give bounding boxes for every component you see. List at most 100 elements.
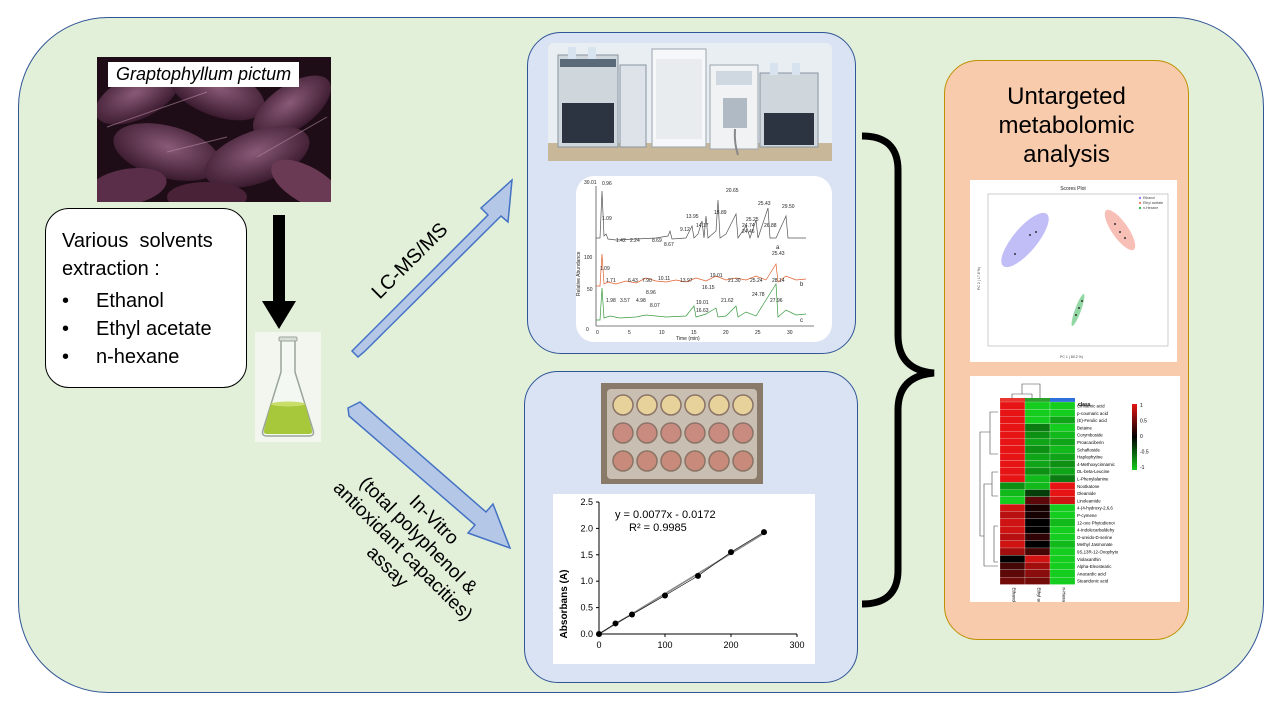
heatmap-row-label: Stearidonic acid (1077, 579, 1109, 584)
heatmap-cell (1049, 474, 1076, 483)
hexane-ellipse (1071, 293, 1085, 327)
heatmap-cell (999, 562, 1026, 571)
heatmap-row-label: p-coumaric acid (1077, 411, 1109, 416)
heatmap-cell (1049, 540, 1076, 549)
heatmap-cell (1049, 533, 1076, 541)
heatmap-row-label: Schaftoside (1077, 447, 1101, 452)
svg-text:28.14: 28.14 (772, 278, 785, 284)
heatmap-col-label: n-Hexane (1062, 588, 1067, 603)
y-tick-label: 2.5 (580, 497, 593, 507)
heatmap-col-label: Ethanol (1012, 588, 1017, 603)
heatmap-cell (999, 445, 1026, 454)
heatmap-legend-tick: 0.5 (1140, 419, 1147, 425)
svg-text:30: 30 (787, 330, 793, 336)
well-plate-photo (601, 383, 763, 484)
svg-text:25.43: 25.43 (758, 201, 771, 207)
well (684, 394, 706, 416)
well (684, 450, 706, 472)
heatmap-cell (999, 467, 1026, 476)
heatmap-row-label: DL-beta-Leucine (1077, 469, 1110, 474)
svg-text:24.74: 24.74 (742, 223, 755, 229)
svg-text:5: 5 (628, 330, 631, 336)
heatmap-cell (1049, 569, 1076, 578)
heatmap-cell (1024, 526, 1051, 534)
standard-curve-chart: y = 0.0077x - 0.0172 R² = 0.9985 Absorba… (559, 497, 805, 650)
heatmap-cell (999, 577, 1026, 585)
heatmap-cell (999, 489, 1026, 497)
heatmap-cell (1049, 416, 1076, 424)
svg-text:c: c (800, 318, 803, 324)
heatmap-cell (999, 474, 1026, 483)
x-tick-label: 100 (657, 640, 672, 650)
heatmap-row-label: Alpha-Eleostearic (1077, 564, 1112, 569)
heatmap-cell (1024, 540, 1051, 549)
heatmap-cell (1024, 562, 1051, 571)
svg-text:27.96: 27.96 (770, 298, 783, 304)
trace-c (596, 282, 807, 321)
heatmap-cell (1049, 438, 1076, 446)
extraction-title-line2: extraction : (62, 258, 160, 280)
chromatogram: a b c 30.01 0.96 1.09 1.42 2.24 8.69 8.6… (576, 180, 814, 342)
heatmap-cell (1024, 460, 1051, 468)
heatmap-cell (999, 569, 1026, 578)
heatmap-cell (1049, 482, 1076, 490)
heatmap-row-label: Nootkatone (1077, 484, 1100, 489)
well (660, 394, 682, 416)
heatmap-cell (1024, 431, 1051, 439)
solvent-item: •Ethanol (62, 290, 164, 312)
heatmap-cell (1049, 562, 1076, 571)
well (636, 450, 658, 472)
svg-text:a: a (776, 245, 780, 251)
chart-ylabel: Absorbans (A) (559, 570, 570, 639)
svg-text:3.57: 3.57 (620, 298, 630, 304)
heatmap-row-label: Violaxanthin (1077, 557, 1101, 562)
well (612, 422, 634, 444)
svg-text:13.97: 13.97 (680, 278, 693, 284)
lcms-arrow (350, 178, 513, 359)
svg-text:25.43: 25.43 (772, 251, 785, 257)
heatmap-legend-tick: 1 (1140, 403, 1143, 409)
svg-text:10: 10 (659, 330, 665, 336)
heatmap-row-label: Betaine (1077, 425, 1092, 430)
svg-text:25.24: 25.24 (750, 278, 763, 284)
heatmap-cell (1049, 511, 1076, 519)
heatmap-row-label: Haplophytine (1077, 455, 1103, 460)
svg-text:0: 0 (596, 330, 599, 336)
heatmap-cell (999, 496, 1026, 505)
heatmap-cell (1049, 496, 1076, 505)
heatmap-cell (1024, 445, 1051, 454)
heatmap-row-label: Corymboside (1077, 433, 1103, 438)
well (636, 394, 658, 416)
heatmap-cell (999, 482, 1026, 490)
well (708, 450, 730, 472)
svg-text:50: 50 (587, 287, 593, 293)
svg-text:1.42: 1.42 (616, 238, 626, 244)
well (660, 450, 682, 472)
heatmap-cell (999, 555, 1026, 563)
heatmap-cell (1049, 547, 1076, 556)
y-tick-label: 0.5 (580, 603, 593, 613)
svg-text:PC 1 ( 80.2 %): PC 1 ( 80.2 %) (1060, 355, 1083, 359)
well (660, 422, 682, 444)
heatmap-cell (1049, 518, 1076, 527)
solvent-extraction-box: Various solvents extraction : •Ethanol •… (45, 208, 247, 388)
svg-text:24.46: 24.46 (742, 229, 755, 235)
heatmap-row-label: Methyl Jasmonate (1077, 542, 1113, 547)
svg-text:29.50: 29.50 (782, 204, 795, 210)
metabolomic-title: Untargeted metabolomic analysis (998, 83, 1135, 168)
svg-text:8.07: 8.07 (650, 303, 660, 309)
svg-text:100: 100 (584, 255, 593, 261)
svg-text:1.71: 1.71 (606, 278, 616, 284)
svg-text:9.12: 9.12 (680, 227, 690, 233)
well (708, 394, 730, 416)
data-point (662, 592, 668, 599)
pca-scores-plot: Scores Plot Ethanol Ethyl acetate n-Hexa… (970, 180, 1177, 362)
well (732, 450, 754, 472)
svg-text:7.90: 7.90 (642, 278, 652, 284)
svg-text:Relative Abundance: Relative Abundance (576, 251, 582, 296)
heatmap-cell (1024, 518, 1051, 527)
heatmap-row-label: Cinnamic acid (1077, 404, 1105, 409)
heatmap-cell (999, 511, 1026, 519)
heatmap-cell (1024, 438, 1051, 446)
